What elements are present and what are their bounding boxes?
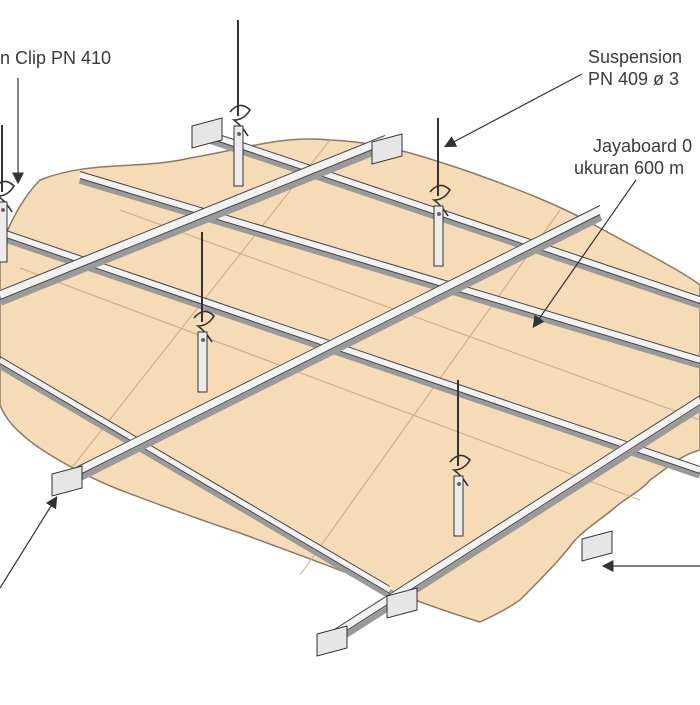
rail-end-cap [371, 133, 403, 165]
rail-end-cap [581, 530, 613, 562]
rail-end-cap [191, 117, 223, 149]
label-board-line1: Jayaboard 0 [593, 136, 692, 156]
suspension-hangers [0, 20, 472, 537]
label-suspension-line1: Suspension [588, 47, 683, 67]
hanger-4 [449, 380, 472, 537]
hanger-5 [0, 125, 16, 263]
leader-main-tee-left [0, 495, 58, 589]
cross-tee-1 [78, 171, 700, 369]
label-board-line2: ukuran 600 m [574, 158, 685, 178]
label-suspension-line2: PN 409 ø 3 [588, 69, 680, 89]
main-tee-2 [57, 205, 603, 491]
leader-lines [0, 73, 700, 589]
hanger-1 [229, 20, 252, 187]
cross-tee-2 [0, 228, 700, 479]
leader-board [532, 179, 637, 328]
leader-suspension [443, 73, 583, 148]
label-board-name: Jayaboard [593, 136, 678, 156]
rail-end-cap [316, 625, 348, 657]
label-clip: n Clip PN 410 [0, 48, 112, 68]
cross-tee-3 [0, 356, 393, 599]
hanger-3 [193, 232, 216, 393]
rail-end-cap [51, 465, 83, 497]
main-tee-1 [0, 135, 388, 306]
label-board-code: 0 [682, 136, 693, 156]
hanger-2 [429, 118, 452, 267]
rail-end-cap [386, 587, 418, 619]
grid-rails [0, 117, 700, 657]
